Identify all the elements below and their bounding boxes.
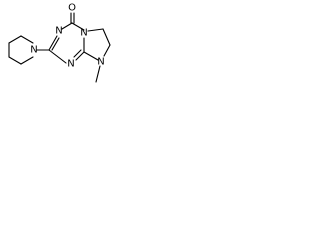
bond-c4-n5 xyxy=(71,22,85,31)
bond-n5-c6 xyxy=(87,28,104,32)
bond-n8-c8a xyxy=(83,51,99,61)
atom-n-methyl: N xyxy=(97,57,104,68)
bond-pip-2 xyxy=(8,35,22,44)
bond-n8-methyl xyxy=(95,65,101,83)
bond-c8a-n1-double xyxy=(73,49,82,58)
triazine-ring xyxy=(48,22,85,64)
bond-n3-c4 xyxy=(61,22,73,30)
atom-n-fused: N xyxy=(80,28,87,39)
atom-labels: N N N N N O xyxy=(30,3,104,70)
bond-c2-n3-double xyxy=(51,37,60,51)
atom-n-ring-top: N xyxy=(55,26,62,37)
atom-n-piperidine: N xyxy=(30,45,37,56)
bond-n1-c2 xyxy=(48,49,67,64)
bond-c8a-n1 xyxy=(75,51,85,61)
bond-c6-c7 xyxy=(102,28,111,46)
imidazoline-ring xyxy=(83,28,111,61)
bond-c7-n8 xyxy=(103,44,111,57)
piperidine-ring xyxy=(8,35,34,65)
chemical-structure-diagram: N N N N N O xyxy=(8,3,111,83)
bond-pip-4 xyxy=(8,56,22,65)
bond-pip-5 xyxy=(20,56,34,65)
bond-pip-1 xyxy=(20,35,34,44)
atom-n-ring-bottom: N xyxy=(67,59,74,70)
atom-o-carbonyl: O xyxy=(68,3,76,14)
bond-c2-n3 xyxy=(48,35,58,51)
